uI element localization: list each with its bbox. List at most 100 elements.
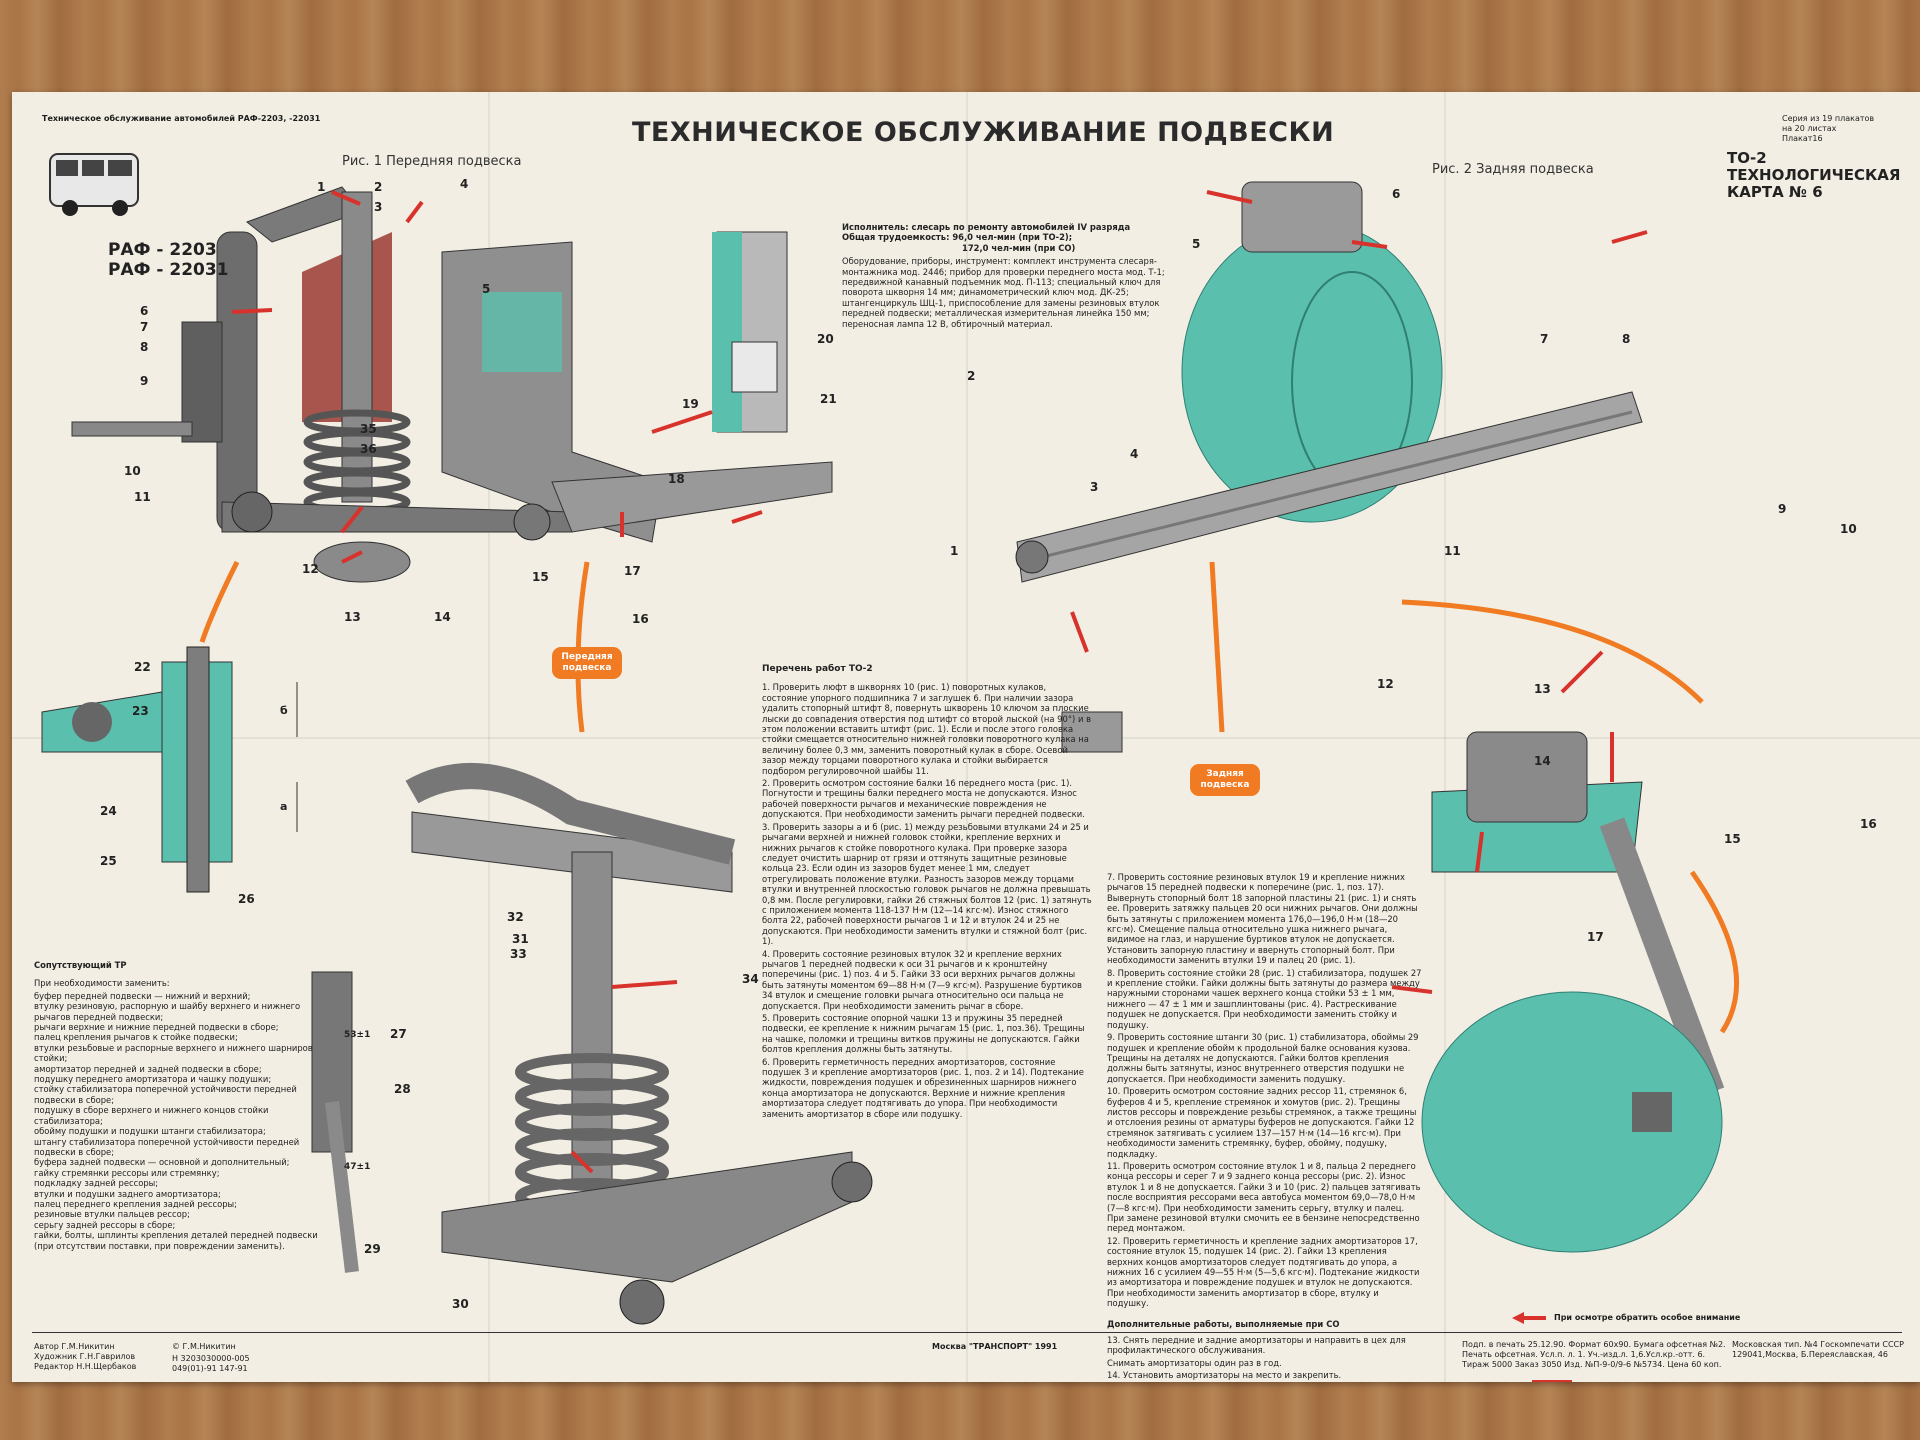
callout-number: 4 <box>460 177 469 191</box>
tr-item: подкладку задней рессоры; <box>34 1178 159 1189</box>
callout-number: 16 <box>632 612 649 626</box>
tr-intro: При необходимости заменить: <box>34 978 170 989</box>
work-item: 5. Проверить состояние опорной чашки 13 … <box>762 1013 1085 1055</box>
callout-number: 12 <box>302 562 319 576</box>
callout-number: 26 <box>238 892 255 906</box>
footer-copyright: © Г.М.Никитин <box>172 1342 236 1351</box>
callout-number: 4 <box>1130 447 1139 461</box>
callout-number: 33 <box>510 947 527 961</box>
red-arrows <box>231 190 1648 1382</box>
callout-number: 21 <box>820 392 837 406</box>
callout-number: 1 <box>317 180 326 194</box>
callout-number: 5 <box>1192 237 1201 251</box>
callout-number: 10 <box>1840 522 1857 536</box>
dimension-label: 47±1 <box>344 1162 371 1172</box>
callout-number: 14 <box>1534 754 1551 768</box>
tr-item: подушку переднего амортизатора и чашку п… <box>34 1074 272 1085</box>
footer-index: Н 3203030000-005 049(01)-91 147-91 <box>172 1354 250 1373</box>
equipment-text: Оборудование, приборы, инструмент: компл… <box>842 256 1165 329</box>
tr-item: буфер передней подвески — нижний и верхн… <box>34 990 251 1001</box>
co-item: 13. Снять передние и задние амортизаторы… <box>1107 1335 1406 1356</box>
callout-number: 30 <box>452 1297 469 1311</box>
works-heading: Перечень работ ТО-2 <box>762 664 873 674</box>
executor-block: Исполнитель: слесарь по ремонту автомоби… <box>842 222 1167 329</box>
tr-item: подушку в сборе верхнего и нижнего концо… <box>34 1105 269 1126</box>
footer-publisher: Москва "ТРАНСПОРТ" 1991 <box>932 1342 1058 1351</box>
callout-number: 8 <box>140 340 149 354</box>
work-item: 7. Проверить состояние резиновых втулок … <box>1107 872 1418 966</box>
co-item: 14. Установить амортизаторы на место и з… <box>1107 1370 1342 1381</box>
fig2-caption: Рис. 2 Задняя подвеска <box>1432 162 1594 177</box>
work-item: 11. Проверить осмотром состояние втулок … <box>1107 1160 1421 1234</box>
top-left-caption: Техническое обслуживание автомобилей РАФ… <box>42 114 321 123</box>
tr-item: втулки резьбовые и распорные верхнего и … <box>34 1042 313 1064</box>
tr-heading: Сопутствующий ТР <box>34 960 127 970</box>
callout-number: 7 <box>1540 332 1549 346</box>
van-icon <box>49 153 139 216</box>
tr-item: стойку стабилизатора поперечной устойчив… <box>34 1084 297 1105</box>
dimension-label: б <box>280 704 288 717</box>
callout-number: 17 <box>624 564 641 578</box>
work-item: 6. Проверить герметичность передних амор… <box>762 1056 1084 1119</box>
callout-number: 10 <box>124 464 141 478</box>
callout-number: 31 <box>512 932 529 946</box>
co-heading: Дополнительные работы, выполняемые при С… <box>1107 1318 1340 1329</box>
tr-item: палец переднего крепления задней рессоры… <box>34 1198 237 1209</box>
callout-number: 28 <box>394 1082 411 1096</box>
card-number-label: КАРТА № 6 <box>1727 183 1823 201</box>
tr-item: амортизатор передней и задней подвески в… <box>34 1063 262 1074</box>
callout-number: 35 <box>360 422 377 436</box>
tr-item: рычаги верхние и нижние передней подвеск… <box>34 1022 279 1033</box>
work-item: 2. Проверить осмотром состояние балки 16… <box>762 778 1085 820</box>
callout-number: 22 <box>134 660 151 674</box>
callout-number: 36 <box>360 442 377 456</box>
callout-number: 18 <box>668 472 685 486</box>
model-2: РАФ - 22031 <box>108 260 229 280</box>
callout-number: 6 <box>1392 187 1401 201</box>
rear-suspension-bubble: Задняя подвеска <box>1190 764 1260 796</box>
page-title: ТЕХНИЧЕСКОЕ ОБСЛУЖИВАНИЕ ПОДВЕСКИ <box>632 117 1335 148</box>
front-suspension-3d-drawing <box>311 763 873 1325</box>
work-item: 9. Проверить состояние штанги 30 (рис. 1… <box>1107 1032 1419 1084</box>
work-item: 10. Проверить осмотром состояние задних … <box>1107 1086 1417 1159</box>
fig1-caption: Рис. 1 Передняя подвеска <box>342 154 522 169</box>
tr-item: серьгу задней рессоры в сборе; <box>34 1219 176 1230</box>
tr-item: гайку стремянки рессоры или стремянку; <box>34 1167 220 1178</box>
dimension-label: 53±1 <box>344 1030 371 1040</box>
callout-number: 9 <box>1778 502 1787 516</box>
callout-number: 3 <box>1090 480 1099 494</box>
co-item: Снимать амортизаторы один раз в год. <box>1107 1357 1282 1368</box>
to-label: ТО-2 <box>1727 149 1767 167</box>
work-item: 4. Проверить состояние резиновых втулок … <box>762 948 1082 1011</box>
bushing-detail-drawing <box>712 231 788 433</box>
footer-printer: Московская тип. №4 Госкомпечати СССР 129… <box>1732 1340 1904 1359</box>
callout-number: 11 <box>1444 544 1461 558</box>
legend: При осмотре обратить особое внимание <box>1512 1312 1740 1324</box>
works-column-2: 7. Проверить состояние резиновых втулок … <box>1107 872 1422 1382</box>
work-item: 3. Проверить зазоры а и б (рис. 1) между… <box>762 821 1092 947</box>
tr-item: втулку резиновую, распорную и шайбу верх… <box>34 1001 301 1022</box>
callout-number: 12 <box>1377 677 1394 691</box>
callout-number: 24 <box>100 804 117 818</box>
callout-number: 14 <box>434 610 451 624</box>
callout-number: 15 <box>532 570 549 584</box>
model-1: РАФ - 2203 <box>108 240 217 260</box>
works-column-1: Перечень работ ТО-2 1. Проверить люфт в … <box>762 664 1092 1121</box>
callout-number: 5 <box>482 282 491 296</box>
callout-number: 19 <box>682 397 699 411</box>
callout-number: 3 <box>374 200 383 214</box>
callout-number: 20 <box>817 332 834 346</box>
callout-number: 29 <box>364 1242 381 1256</box>
callout-number: 7 <box>140 320 149 334</box>
labor-co-line: 172,0 чел-мин (при СО) <box>962 242 1076 253</box>
callout-number: 16 <box>1860 817 1877 831</box>
callout-number: 2 <box>374 180 383 194</box>
tr-item: втулки и подушки заднего амортизатора; <box>34 1188 221 1199</box>
callout-number: 17 <box>1587 930 1604 944</box>
callout-number: 34 <box>742 972 759 986</box>
tr-block: Сопутствующий ТР При необходимости замен… <box>34 960 334 1251</box>
knuckle-section-drawing <box>41 646 298 893</box>
tr-item: штангу стабилизатора поперечной устойчив… <box>34 1136 300 1157</box>
legend-text: При осмотре обратить особое внимание <box>1554 1313 1741 1322</box>
suspension-illustrations <box>41 153 1740 1382</box>
